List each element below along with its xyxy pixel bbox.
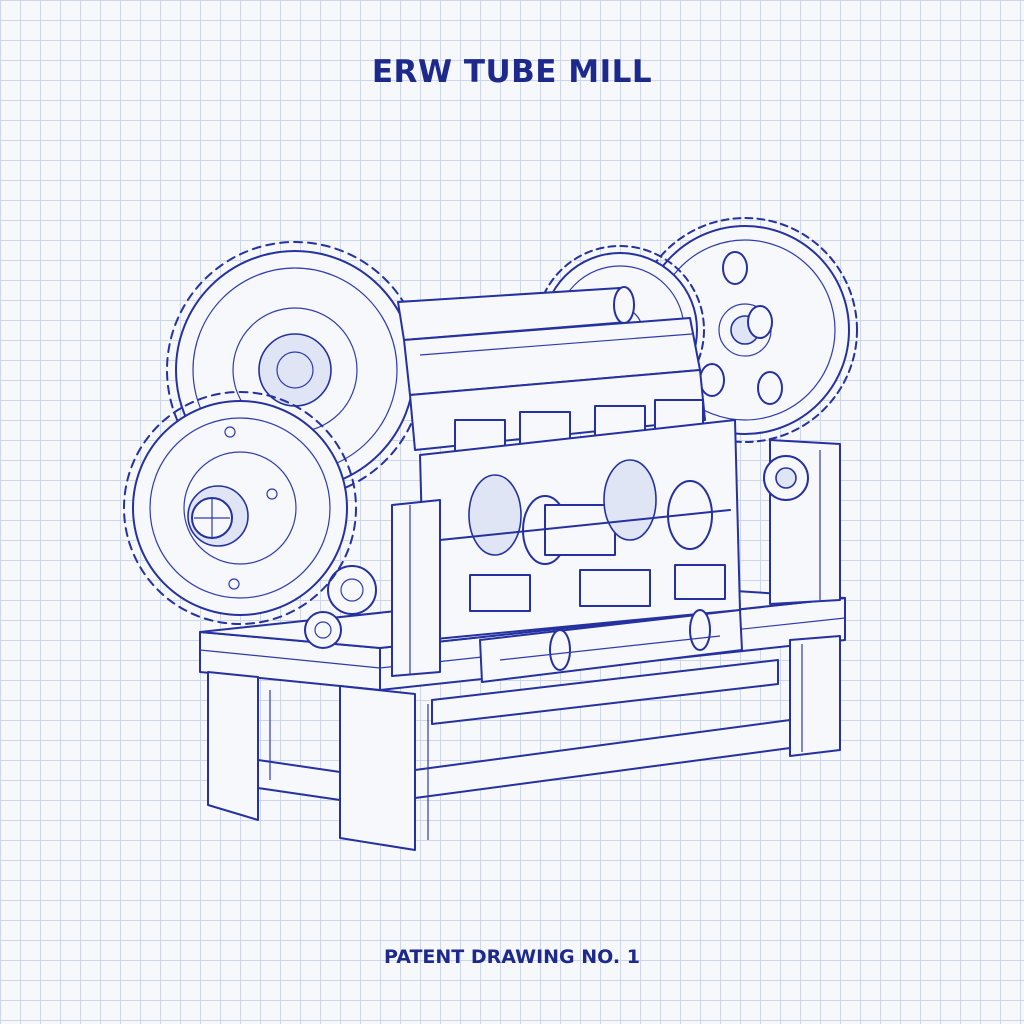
drawing-caption: PATENT DRAWING NO. 1 — [384, 946, 640, 968]
spur-gear-icon — [632, 217, 858, 443]
spur-gear-icon — [123, 391, 357, 625]
drawing-title: ERW TUBE MILL — [371, 54, 653, 90]
roll-stand-uprights — [304, 439, 841, 677]
roll-stand-icon — [397, 286, 743, 683]
